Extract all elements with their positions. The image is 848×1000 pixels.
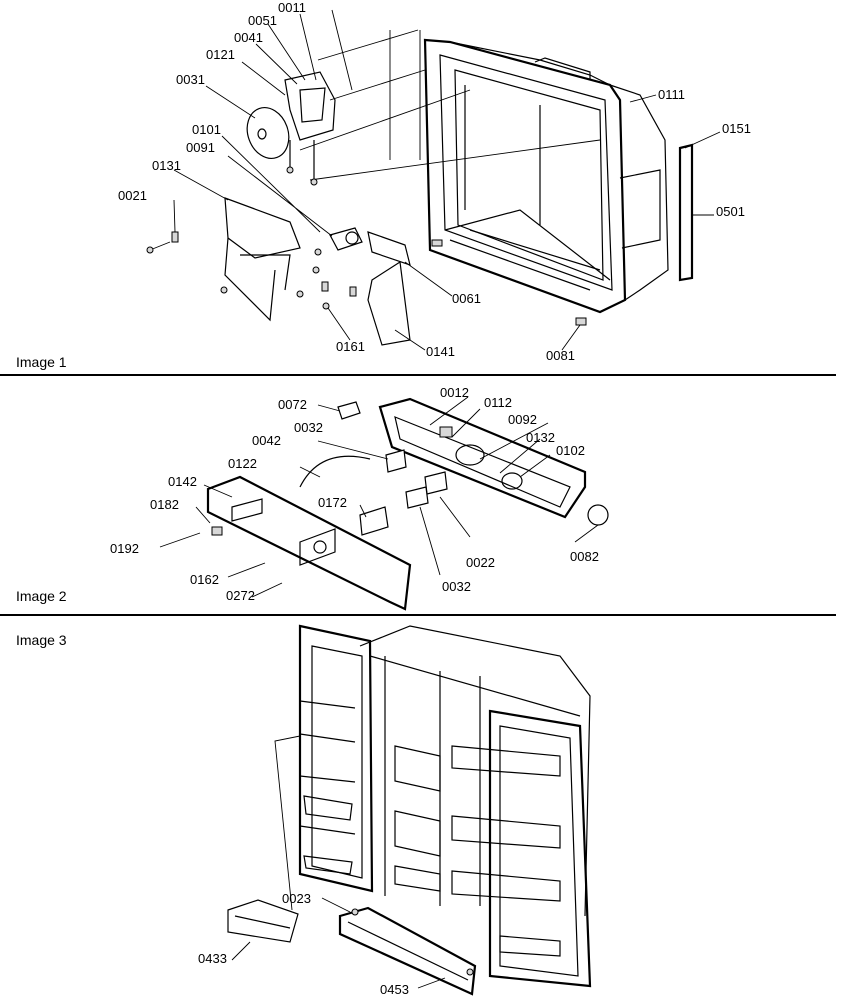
part-label-0111: 0111 (658, 87, 685, 102)
part-label-0012: 0012 (440, 385, 469, 400)
part-label-0023: 0023 (282, 891, 311, 906)
part-label-0162: 0162 (190, 572, 219, 587)
part-label-0182: 0182 (150, 497, 179, 512)
part-label-0272: 0272 (226, 588, 255, 603)
part-label-0453: 0453 (380, 982, 409, 997)
part-label-0061: 0061 (452, 291, 481, 306)
part-label-0031: 0031 (176, 72, 205, 87)
part-label-0501: 0501 (716, 204, 745, 219)
part-label-0172: 0172 (318, 495, 347, 510)
part-label-0011: 0011 (278, 0, 306, 15)
panel-title: Image 2 (16, 588, 67, 604)
exploded-view-refrigerator-doors: 0023 0433 0453 (198, 624, 592, 997)
part-label-0112: 0112 (484, 395, 512, 410)
part-label-0022: 0022 (466, 555, 495, 570)
part-label-0131: 0131 (152, 158, 181, 173)
part-label-0132: 0132 (526, 430, 555, 445)
part-label-0101: 0101 (192, 122, 221, 137)
part-label-0042: 0042 (252, 433, 281, 448)
part-label-0161: 0161 (336, 339, 365, 354)
panel-divider (0, 374, 836, 376)
part-label-0072: 0072 (278, 397, 307, 412)
part-label-0032-top: 0032 (294, 420, 323, 435)
part-label-0082: 0082 (570, 549, 599, 564)
part-label-0142: 0142 (168, 474, 197, 489)
panel-image-1: 0011 0051 0041 0121 0031 0101 0091 0131 … (0, 0, 848, 375)
exploded-view-ice-dispenser-housing: 0011 0051 0041 0121 0031 0101 0091 0131 … (118, 0, 751, 363)
part-label-0081: 0081 (546, 348, 575, 363)
panel-image-2: 0072 0012 0112 0032 0092 0042 0132 0102 … (0, 377, 848, 614)
part-label-0041: 0041 (234, 30, 263, 45)
part-label-0121: 0121 (206, 47, 235, 62)
part-label-0021: 0021 (118, 188, 147, 203)
panel-divider (0, 614, 836, 616)
panel-title: Image 1 (16, 354, 67, 370)
part-label-0091: 0091 (186, 140, 215, 155)
exploded-view-dispenser-control-panel: 0072 0012 0112 0032 0092 0042 0132 0102 … (110, 385, 609, 611)
panel-image-3: 0023 0433 0453 Image 3 (0, 616, 848, 1000)
part-label-0092: 0092 (508, 412, 537, 427)
part-label-0102: 0102 (556, 443, 585, 458)
part-label-0032-bottom: 0032 (442, 579, 471, 594)
part-label-0051: 0051 (248, 13, 277, 28)
part-label-0122: 0122 (228, 456, 257, 471)
panel-title: Image 3 (16, 632, 67, 648)
part-label-0192: 0192 (110, 541, 139, 556)
part-label-0141: 0141 (426, 344, 455, 359)
part-label-0151: 0151 (722, 121, 751, 136)
part-label-0433: 0433 (198, 951, 227, 966)
